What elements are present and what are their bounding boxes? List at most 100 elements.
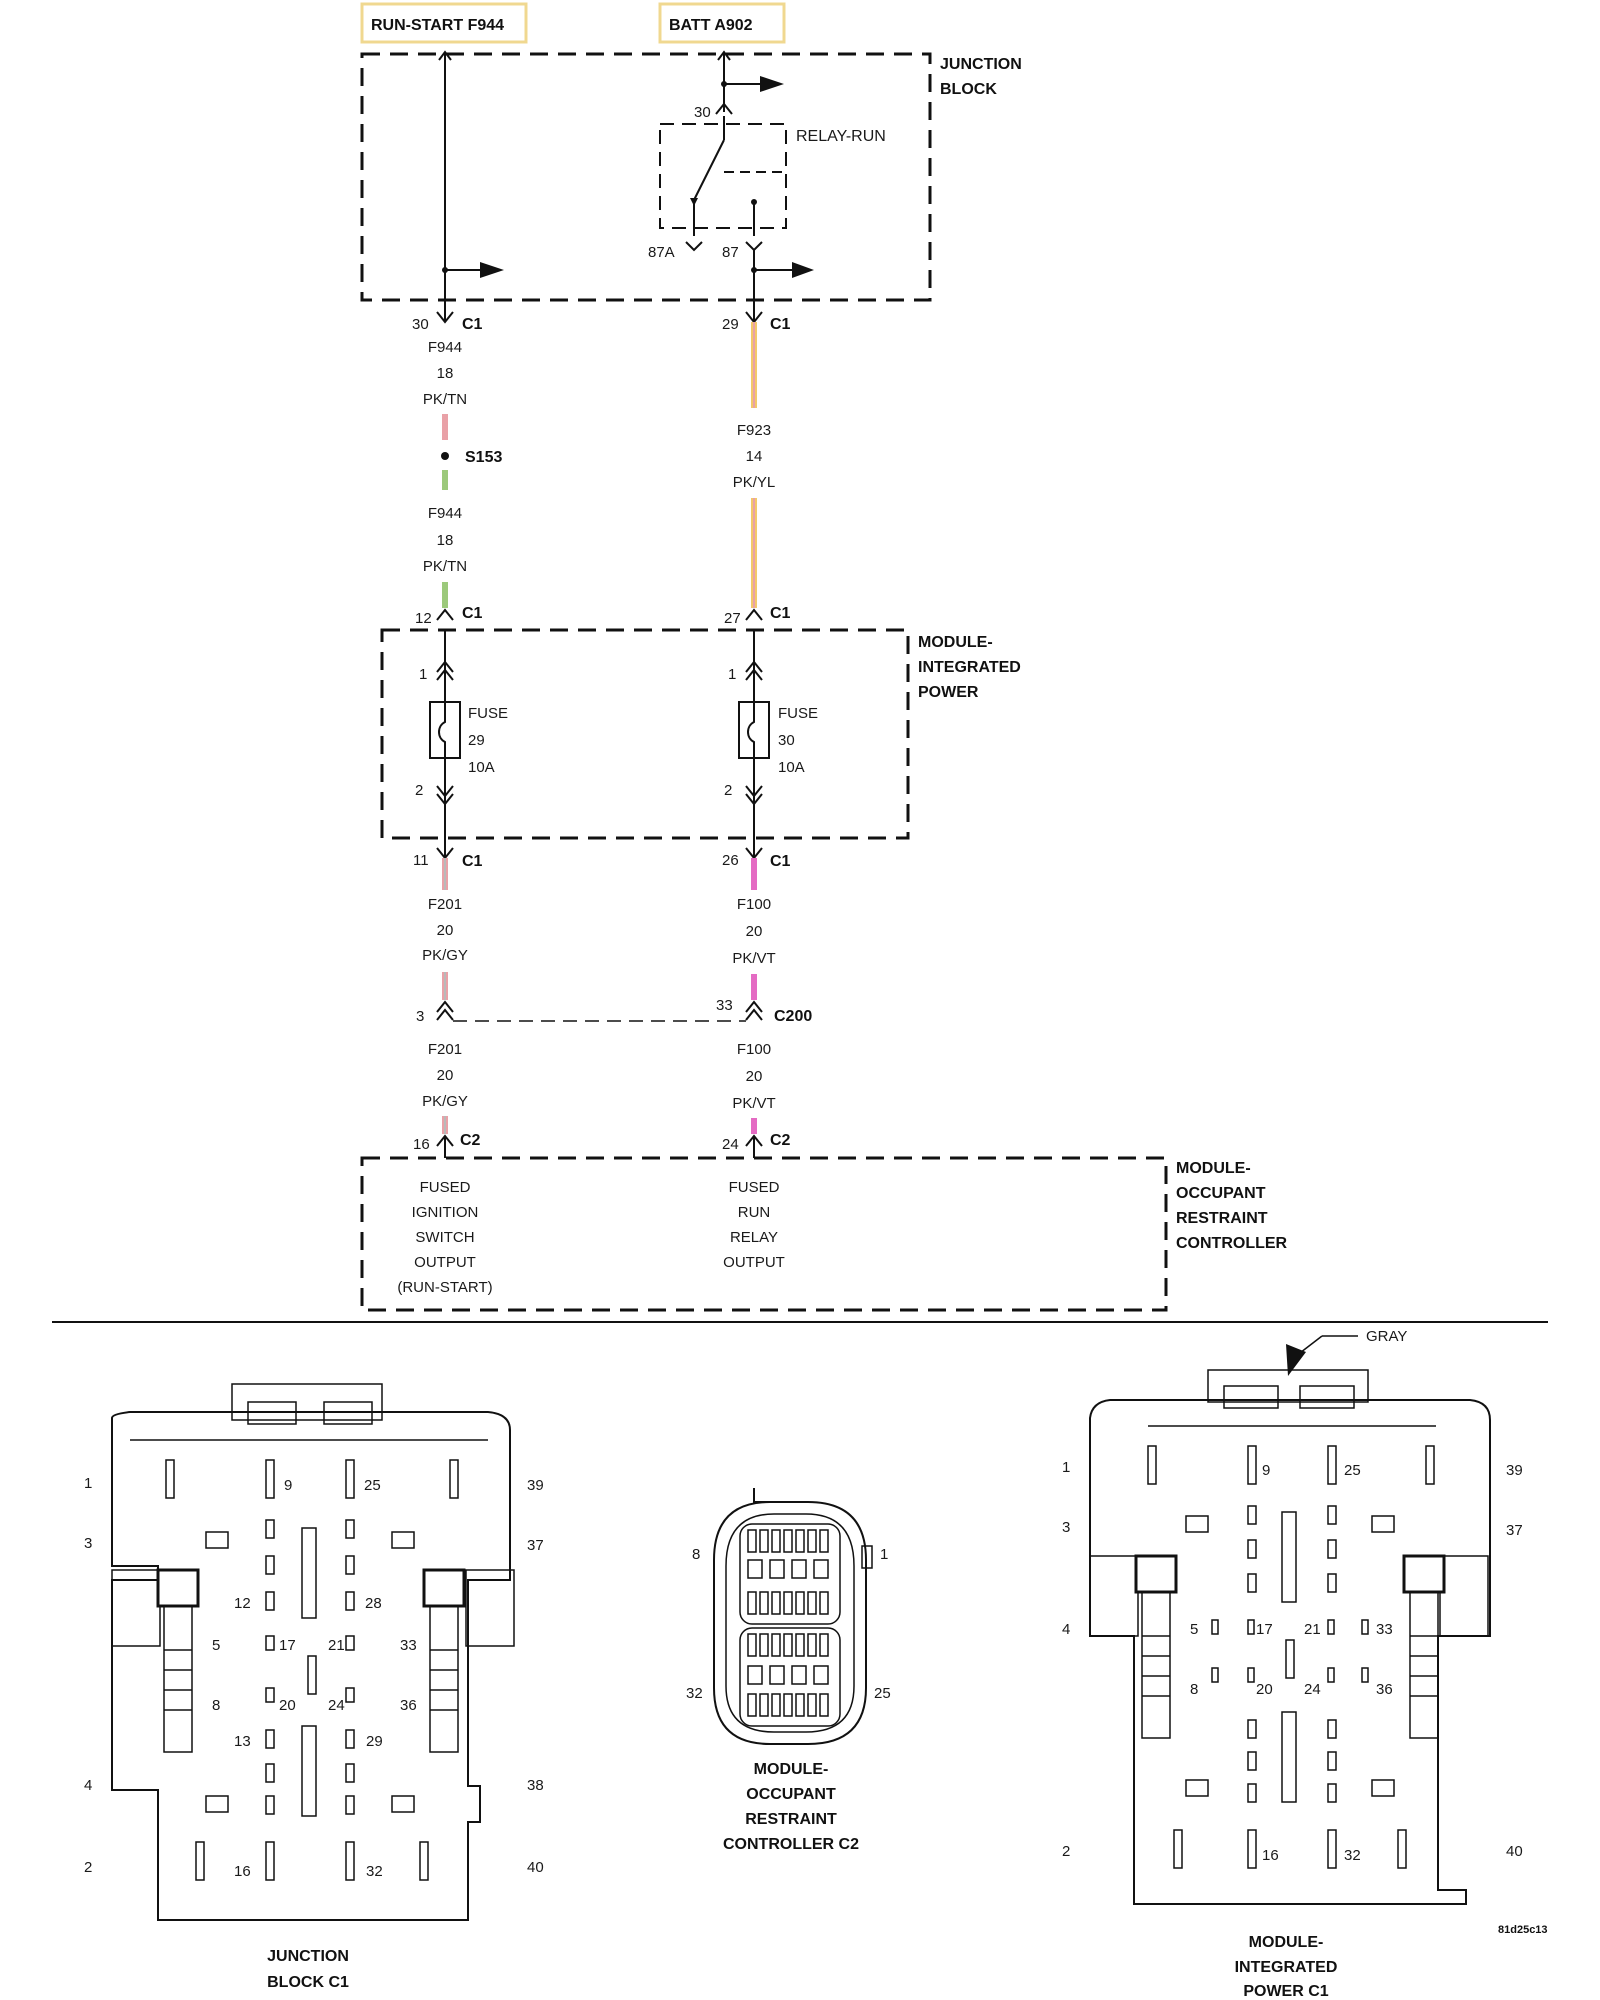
mip-c1-pin-20: 20 — [1256, 1681, 1273, 1698]
jb-c1-pin-8: 8 — [212, 1697, 220, 1714]
right-wire3-color: PK/VT — [732, 950, 775, 967]
jb-c1-pin-36: 36 — [400, 1697, 417, 1714]
orc-right-func-3: RELAY — [730, 1229, 778, 1246]
mip-in-right-pin: 27 — [724, 610, 741, 627]
junction-block-title-line1: JUNCTION — [940, 56, 1022, 73]
orc-left-func-1: FUSED — [420, 1179, 471, 1196]
mip-c1-pin-37: 37 — [1506, 1522, 1523, 1539]
mip-c1-gray-label: GRAY — [1366, 1328, 1407, 1345]
left-wire2-color: PK/TN — [423, 558, 467, 575]
orc-left-pin: 16 — [413, 1136, 430, 1153]
fuse29-amp: 10A — [468, 759, 495, 776]
jb-c1-pin-13: 13 — [234, 1733, 251, 1750]
mip-c1-pin-17: 17 — [1256, 1621, 1273, 1638]
c200-left-connector — [436, 1000, 454, 1013]
c200-right-connector — [745, 1000, 763, 1013]
orc-left-func-4: OUTPUT — [414, 1254, 476, 1271]
figure-id: 81d25c13 — [1498, 1924, 1548, 1936]
relay-pin-87-connector — [745, 241, 763, 252]
mip-c1-right-in-connector — [745, 608, 763, 621]
fuse30-pin-out: 2 — [724, 782, 732, 799]
integrated-power-module-boundary — [380, 628, 910, 840]
mip-c1-pin-24: 24 — [1304, 1681, 1321, 1698]
jb-c1-pin-1: 1 — [84, 1475, 92, 1492]
jb-c1-pin-29: 29 — [366, 1733, 383, 1750]
batt-source-box — [658, 2, 786, 44]
left-wire3-gauge: 20 — [437, 922, 454, 939]
orc-title-line3: RESTRAINT — [1176, 1210, 1268, 1227]
run-start-branch-arrow — [480, 262, 504, 278]
jb-c1-pin-4: 4 — [84, 1777, 92, 1794]
orc-c2-pin-1: 1 — [880, 1546, 888, 1563]
mip-c1-pin-8: 8 — [1190, 1681, 1198, 1698]
mip-c1-pin-3: 3 — [1062, 1519, 1070, 1536]
fuse30-pin-in: 1 — [728, 666, 736, 683]
orc-left-func-2: IGNITION — [412, 1204, 479, 1221]
orc-title-line2: OCCUPANT — [1176, 1185, 1266, 1202]
mip-c1-pin-40: 40 — [1506, 1843, 1523, 1860]
mip-c1-pin-5: 5 — [1190, 1621, 1198, 1638]
junction-block-c1-connector — [111, 1383, 515, 1921]
jb-c1-pin-40: 40 — [527, 1859, 544, 1876]
orc-c2-title-line2: OCCUPANT — [746, 1786, 836, 1803]
mip-c1-pin-9: 9 — [1262, 1462, 1270, 1479]
fuse29-pin-out: 2 — [415, 782, 423, 799]
mip-c1-pin-21: 21 — [1304, 1621, 1321, 1638]
mip-out-left-conn: C1 — [462, 853, 483, 870]
mip-c1-pin-39: 39 — [1506, 1462, 1523, 1479]
jb-c1-pin-32: 32 — [366, 1863, 383, 1880]
gray-pointer-arrow — [1286, 1344, 1306, 1376]
jb-c1-pin-33: 33 — [400, 1637, 417, 1654]
mip-c1-pin-33: 33 — [1376, 1621, 1393, 1638]
relay-pin-30-connector — [715, 102, 733, 115]
left-wire4-gauge: 20 — [437, 1067, 454, 1084]
jb-c1-pin-38: 38 — [527, 1777, 544, 1794]
orc-right-conn: C2 — [770, 1132, 791, 1149]
jb-c1-pin-21: 21 — [328, 1637, 345, 1654]
fuse29-num: 29 — [468, 732, 485, 749]
left-wire4-color: PK/GY — [422, 1093, 468, 1110]
jb-c1-pin-3: 3 — [84, 1535, 92, 1552]
mip-c1-pin-32: 32 — [1344, 1847, 1361, 1864]
fuse30-amp: 10A — [778, 759, 805, 776]
fuse29-pin-in: 1 — [419, 666, 427, 683]
splice-s153-dot — [441, 452, 449, 460]
mip-title-line1: MODULE- — [918, 634, 993, 651]
orc-left-func-3: SWITCH — [415, 1229, 474, 1246]
c200-left-pin: 3 — [416, 1008, 424, 1025]
left-wire1-circuit: F944 — [428, 339, 462, 356]
jb-left-pin: 30 — [412, 316, 429, 333]
relay-run-boundary — [659, 123, 787, 229]
relay-87-branch-arrow — [792, 262, 814, 278]
jb-c1-pin-16: 16 — [234, 1863, 251, 1880]
jb-right-conn: C1 — [770, 316, 791, 333]
right-wire1-color: PK/YL — [733, 474, 776, 491]
relay-pin-30: 30 — [694, 104, 711, 121]
orc-c2-title-line4: CONTROLLER C2 — [723, 1836, 859, 1853]
relay-pin-87: 87 — [722, 244, 739, 261]
jb-c1-title-line2: BLOCK C1 — [267, 1974, 349, 1991]
jb-c1-pin-39: 39 — [527, 1477, 544, 1494]
junction-block-title-line2: BLOCK — [940, 81, 997, 98]
integrated-power-c1-connector — [1089, 1335, 1491, 1905]
orc-right-func-2: RUN — [738, 1204, 771, 1221]
run-start-source-label: RUN-START F944 — [371, 17, 504, 34]
mip-in-left-pin: 12 — [415, 610, 432, 627]
left-wire1-color: PK/TN — [423, 391, 467, 408]
orc-c2-pin-32: 32 — [686, 1685, 703, 1702]
mip-c1-pin-25: 25 — [1344, 1462, 1361, 1479]
jb-c1-pin-25: 25 — [364, 1477, 381, 1494]
orc-right-func-1: FUSED — [729, 1179, 780, 1196]
run-start-source-box — [360, 2, 528, 44]
orc-c2-title-line1: MODULE- — [754, 1761, 829, 1778]
mip-title-line2: INTEGRATED — [918, 659, 1021, 676]
batt-source-label: BATT A902 — [669, 17, 753, 34]
fuse30-num: 30 — [778, 732, 795, 749]
right-wire1-gauge: 14 — [746, 448, 763, 465]
right-wire3-gauge: 20 — [746, 923, 763, 940]
left-wire3-circuit: F201 — [428, 896, 462, 913]
mip-in-right-conn: C1 — [770, 605, 791, 622]
jb-left-conn: C1 — [462, 316, 483, 333]
batt-branch-arrow — [760, 76, 784, 92]
